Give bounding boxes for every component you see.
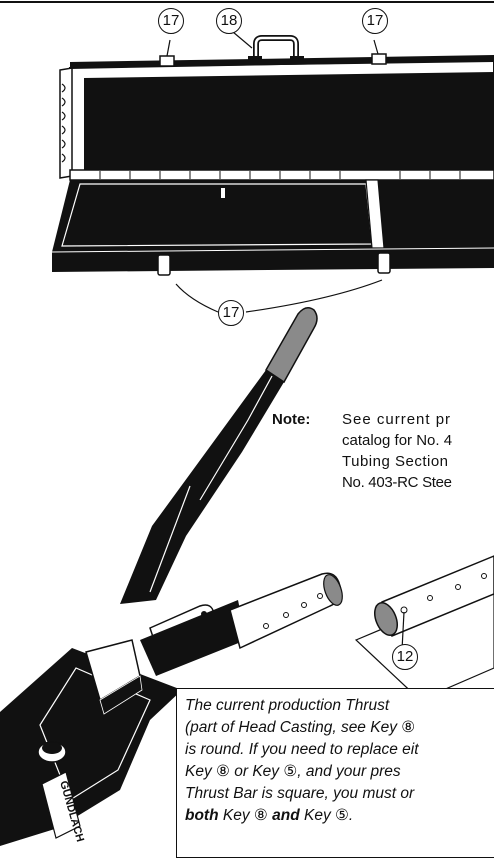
callout-latch-top-left: 17 [158, 8, 184, 34]
key-8-ref: ⑧ [253, 807, 268, 824]
key-8-ref: ⑧ [401, 719, 416, 736]
callout-latch-top-right: 17 [362, 8, 388, 34]
info-line-2: (part of Head Casting, see Key ⑧ [185, 719, 416, 736]
tool-assembly: GUNDLACH [0, 307, 343, 846]
info-line-5: Thrust Bar is square, you must or [185, 785, 415, 802]
note-line-4: No. 403-RC Stee [342, 474, 452, 491]
handle-grip [265, 307, 318, 384]
key-8-ref: ⑧ [216, 763, 230, 780]
carrying-case [51, 31, 494, 313]
note-label: Note: [272, 411, 311, 428]
emphasis-and: and [267, 807, 300, 824]
note-line-1: See current pr [342, 411, 452, 428]
tubing-section [354, 555, 494, 701]
key-5-ref: ⑤ [283, 763, 298, 780]
info-line-4: Key ⑧ or Key ⑤, and your pres [185, 763, 401, 780]
callout-handle: 18 [216, 8, 242, 34]
latch-top-right [371, 53, 387, 65]
note-line-3: Tubing Section [342, 453, 449, 470]
info-line-3: is round. If you need to replace eit [185, 741, 419, 758]
emphasis-both: both [185, 807, 219, 824]
brand-logo-plate [41, 771, 81, 839]
lever-arm [120, 370, 284, 604]
latch-bottom-right [377, 252, 391, 274]
thrust-bar-info-box: The current production Thrust (part of H… [176, 688, 494, 858]
case-handle [253, 35, 299, 58]
latch-bottom-left [157, 254, 171, 276]
case-lid-interior [84, 72, 494, 170]
callout-latches-bottom: 17 [218, 300, 244, 326]
latch-top-left [159, 55, 175, 67]
note-line-2: catalog for No. 4 [342, 432, 453, 449]
info-line-1: The current production Thrust [185, 697, 390, 714]
info-line-6: both Key ⑧ and Key ⑤. [185, 807, 354, 824]
callout-tubing-key: 12 [392, 644, 418, 670]
key-5-ref: ⑤ [335, 807, 349, 824]
case-divider [365, 179, 385, 249]
